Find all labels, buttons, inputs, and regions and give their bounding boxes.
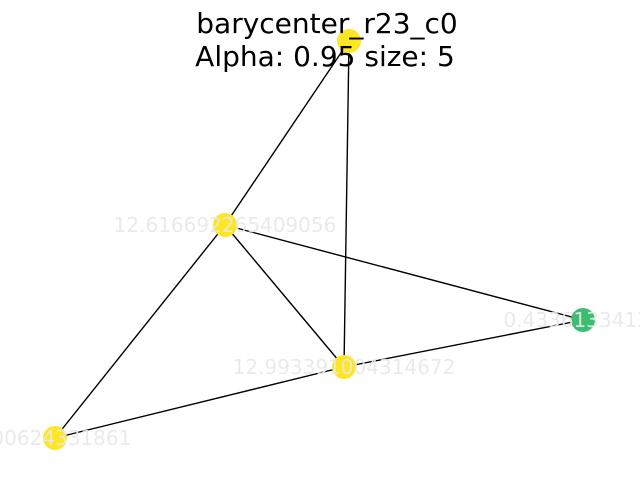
node-label-layer: 12.616692265409056 0.43361334138 12.993391…: [0, 213, 640, 450]
chart-title-line-2: Alpha: 0.95 size: 5: [195, 40, 455, 73]
graph-node-n2: [571, 308, 595, 332]
chart-title-line-1: barycenter_r23_c0: [196, 7, 457, 40]
edge-n1-n2: [224, 224, 584, 321]
edge-layer: [54, 40, 584, 439]
edge-n1-n4: [54, 224, 226, 439]
graph-node-n4: [43, 426, 67, 450]
graph-node-n0: [337, 29, 361, 53]
node-label-n2: 0.43361334138: [503, 308, 640, 332]
node-layer: [43, 29, 595, 450]
edge-n3-n4: [54, 366, 345, 439]
edge-n0-n3: [343, 40, 350, 368]
edge-n0-n1: [224, 40, 350, 226]
graph-node-n3: [332, 355, 356, 379]
edge-n1-n3: [224, 224, 345, 368]
graph-node-n1: [213, 213, 237, 237]
edge-n3-n2: [343, 319, 584, 368]
node-label-n4: 900624331861: [0, 426, 131, 450]
node-label-n1: 12.616692265409056: [114, 213, 337, 237]
node-label-n3: 12.993391004314672: [233, 355, 456, 379]
